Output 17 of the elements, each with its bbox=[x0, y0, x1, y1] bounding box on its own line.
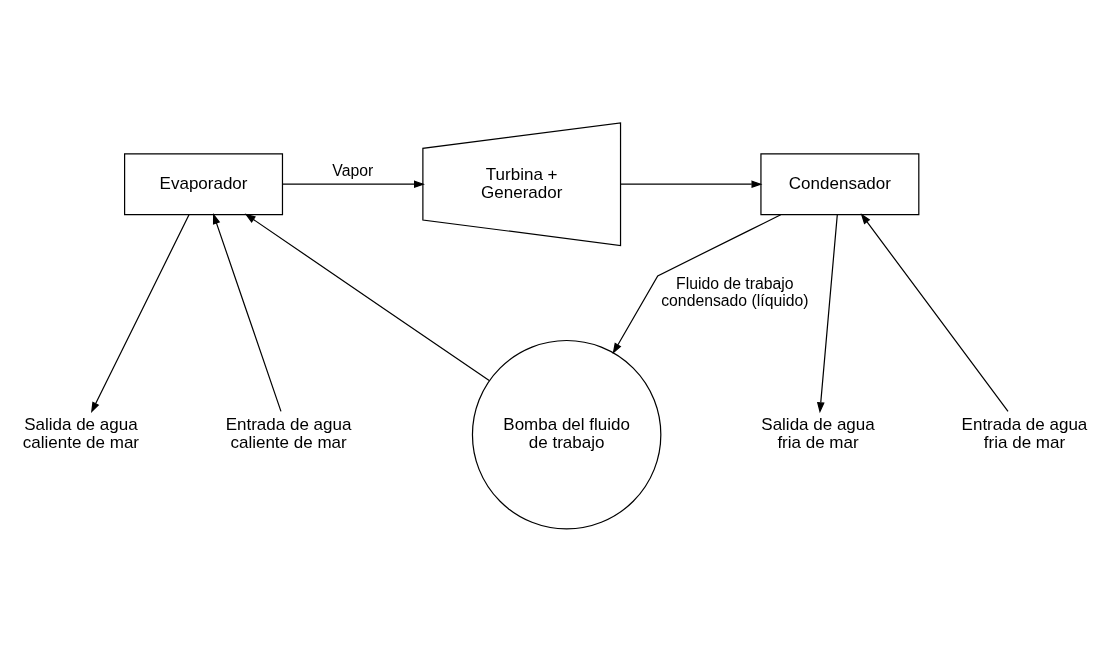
node-box: Turbina + Generador bbox=[422, 121, 622, 246]
arrow bbox=[244, 213, 490, 381]
node-text: Salida de agua caliente de mar bbox=[22, 414, 140, 452]
node-box: Evaporador bbox=[124, 152, 284, 215]
arrow bbox=[619, 179, 763, 188]
edge-label: Fluido de trabajo condensado (líquido) bbox=[661, 274, 809, 308]
arrow bbox=[860, 212, 1009, 412]
arrow bbox=[282, 179, 425, 188]
node-text: Entrada de agua fria de mar bbox=[961, 414, 1088, 452]
edge-label: Vapor bbox=[332, 161, 374, 179]
arrow bbox=[816, 213, 838, 413]
arrow bbox=[612, 213, 782, 354]
arrow bbox=[212, 212, 282, 412]
node-box: Condensador bbox=[760, 152, 920, 215]
node-text: Entrada de agua caliente de mar bbox=[225, 414, 352, 452]
arrow bbox=[91, 213, 190, 413]
node-text: Salida de agua fria de mar bbox=[761, 414, 875, 452]
